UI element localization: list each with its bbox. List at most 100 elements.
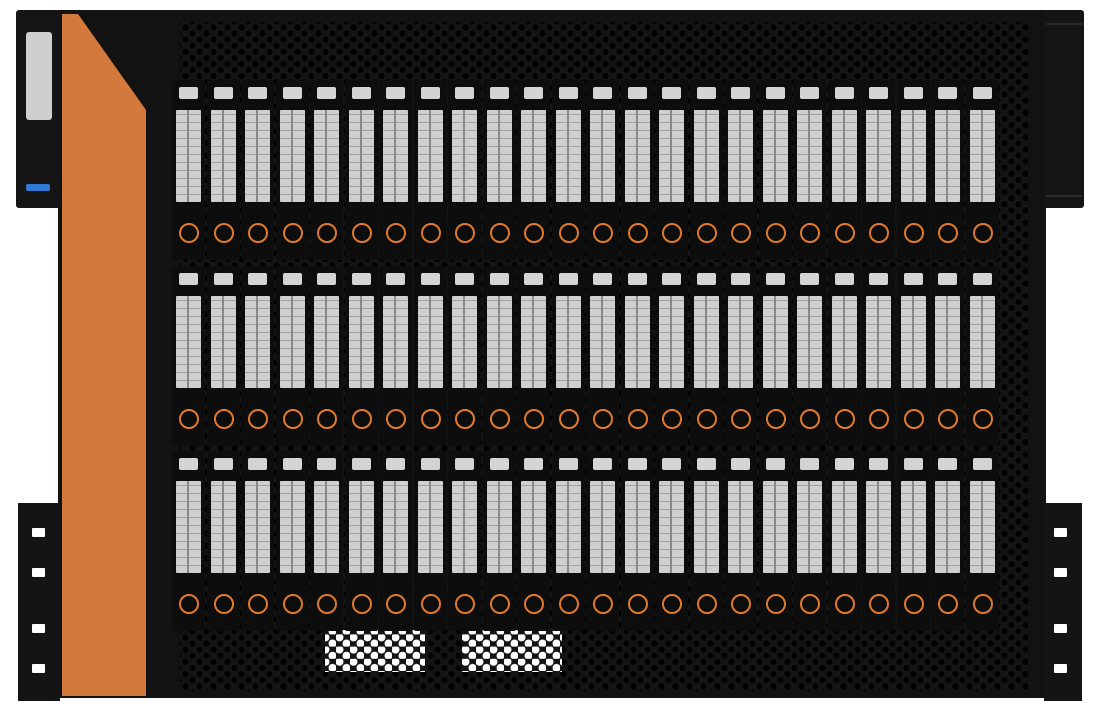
drive-release-latch[interactable]	[420, 458, 440, 470]
drive-bay[interactable]	[241, 266, 274, 446]
drive-release-latch[interactable]	[489, 87, 509, 99]
drive-bay[interactable]	[379, 80, 412, 260]
drive-bay[interactable]	[655, 80, 688, 260]
drive-bay[interactable]	[241, 80, 274, 260]
drive-bay[interactable]	[793, 451, 826, 631]
drive-bay[interactable]	[310, 451, 343, 631]
drive-release-latch[interactable]	[386, 273, 405, 285]
drive-bay[interactable]	[172, 451, 205, 631]
drive-bay[interactable]	[689, 266, 723, 446]
drive-bay[interactable]	[448, 451, 481, 631]
drive-release-latch[interactable]	[248, 87, 267, 99]
drive-bay[interactable]	[517, 451, 550, 631]
drive-bay[interactable]	[172, 80, 205, 260]
drive-bay[interactable]	[827, 266, 861, 446]
drive-bay[interactable]	[689, 451, 723, 631]
drive-bay[interactable]	[344, 80, 378, 260]
drive-release-latch[interactable]	[386, 458, 405, 470]
drive-release-latch[interactable]	[213, 273, 233, 285]
drive-bay[interactable]	[482, 451, 516, 631]
drive-bay[interactable]	[517, 266, 550, 446]
drive-bay[interactable]	[379, 266, 412, 446]
drive-release-latch[interactable]	[696, 273, 716, 285]
drive-release-latch[interactable]	[248, 273, 267, 285]
drive-release-latch[interactable]	[800, 273, 819, 285]
drive-bay[interactable]	[586, 80, 619, 260]
drive-release-latch[interactable]	[869, 87, 888, 99]
drive-release-latch[interactable]	[420, 273, 440, 285]
drive-bay[interactable]	[862, 266, 895, 446]
drive-bay[interactable]	[586, 451, 619, 631]
drive-release-latch[interactable]	[938, 458, 957, 470]
drive-bay[interactable]	[413, 451, 447, 631]
drive-release-latch[interactable]	[903, 87, 923, 99]
drive-bay[interactable]	[413, 80, 447, 260]
drive-bay[interactable]	[620, 451, 654, 631]
drive-bay[interactable]	[862, 451, 895, 631]
drive-release-latch[interactable]	[938, 273, 957, 285]
drive-release-latch[interactable]	[731, 273, 750, 285]
drive-bay[interactable]	[896, 266, 930, 446]
drive-release-latch[interactable]	[317, 87, 336, 99]
drive-release-latch[interactable]	[800, 458, 819, 470]
drive-bay[interactable]	[620, 80, 654, 260]
drive-bay[interactable]	[379, 451, 412, 631]
drive-release-latch[interactable]	[455, 458, 474, 470]
drive-release-latch[interactable]	[282, 273, 302, 285]
drive-release-latch[interactable]	[351, 458, 371, 470]
drive-bay[interactable]	[724, 266, 757, 446]
drive-bay[interactable]	[896, 80, 930, 260]
drive-bay[interactable]	[482, 266, 516, 446]
drive-release-latch[interactable]	[524, 273, 543, 285]
drive-release-latch[interactable]	[765, 458, 785, 470]
drive-bay[interactable]	[275, 80, 309, 260]
drive-release-latch[interactable]	[834, 87, 854, 99]
drive-release-latch[interactable]	[662, 87, 681, 99]
drive-bay[interactable]	[758, 80, 792, 260]
drive-bay[interactable]	[965, 266, 999, 446]
drive-release-latch[interactable]	[455, 87, 474, 99]
drive-release-latch[interactable]	[386, 87, 405, 99]
drive-bay[interactable]	[586, 266, 619, 446]
drive-release-latch[interactable]	[627, 458, 647, 470]
drive-release-latch[interactable]	[662, 458, 681, 470]
drive-release-latch[interactable]	[593, 273, 612, 285]
drive-bay[interactable]	[551, 266, 585, 446]
drive-bay[interactable]	[655, 451, 688, 631]
drive-bay[interactable]	[275, 451, 309, 631]
drive-release-latch[interactable]	[972, 273, 992, 285]
drive-bay[interactable]	[896, 451, 930, 631]
drive-bay[interactable]	[655, 266, 688, 446]
drive-release-latch[interactable]	[179, 87, 198, 99]
drive-release-latch[interactable]	[834, 458, 854, 470]
drive-release-latch[interactable]	[558, 458, 578, 470]
drive-release-latch[interactable]	[800, 87, 819, 99]
drive-bay[interactable]	[551, 80, 585, 260]
drive-release-latch[interactable]	[593, 458, 612, 470]
drive-release-latch[interactable]	[351, 273, 371, 285]
drive-release-latch[interactable]	[179, 458, 198, 470]
drive-bay[interactable]	[206, 266, 240, 446]
drive-bay[interactable]	[310, 266, 343, 446]
drive-release-latch[interactable]	[558, 87, 578, 99]
drive-bay[interactable]	[689, 80, 723, 260]
drive-bay[interactable]	[793, 266, 826, 446]
drive-bay[interactable]	[172, 266, 205, 446]
drive-bay[interactable]	[310, 80, 343, 260]
drive-release-latch[interactable]	[765, 273, 785, 285]
drive-bay[interactable]	[758, 266, 792, 446]
drive-bay[interactable]	[793, 80, 826, 260]
drive-release-latch[interactable]	[696, 458, 716, 470]
drive-release-latch[interactable]	[248, 458, 267, 470]
drive-release-latch[interactable]	[558, 273, 578, 285]
drive-release-latch[interactable]	[834, 273, 854, 285]
drive-release-latch[interactable]	[351, 87, 371, 99]
drive-bay[interactable]	[413, 266, 447, 446]
drive-bay[interactable]	[724, 80, 757, 260]
drive-release-latch[interactable]	[938, 87, 957, 99]
drive-release-latch[interactable]	[696, 87, 716, 99]
drive-release-latch[interactable]	[179, 273, 198, 285]
drive-release-latch[interactable]	[489, 273, 509, 285]
drive-release-latch[interactable]	[282, 87, 302, 99]
drive-release-latch[interactable]	[627, 87, 647, 99]
